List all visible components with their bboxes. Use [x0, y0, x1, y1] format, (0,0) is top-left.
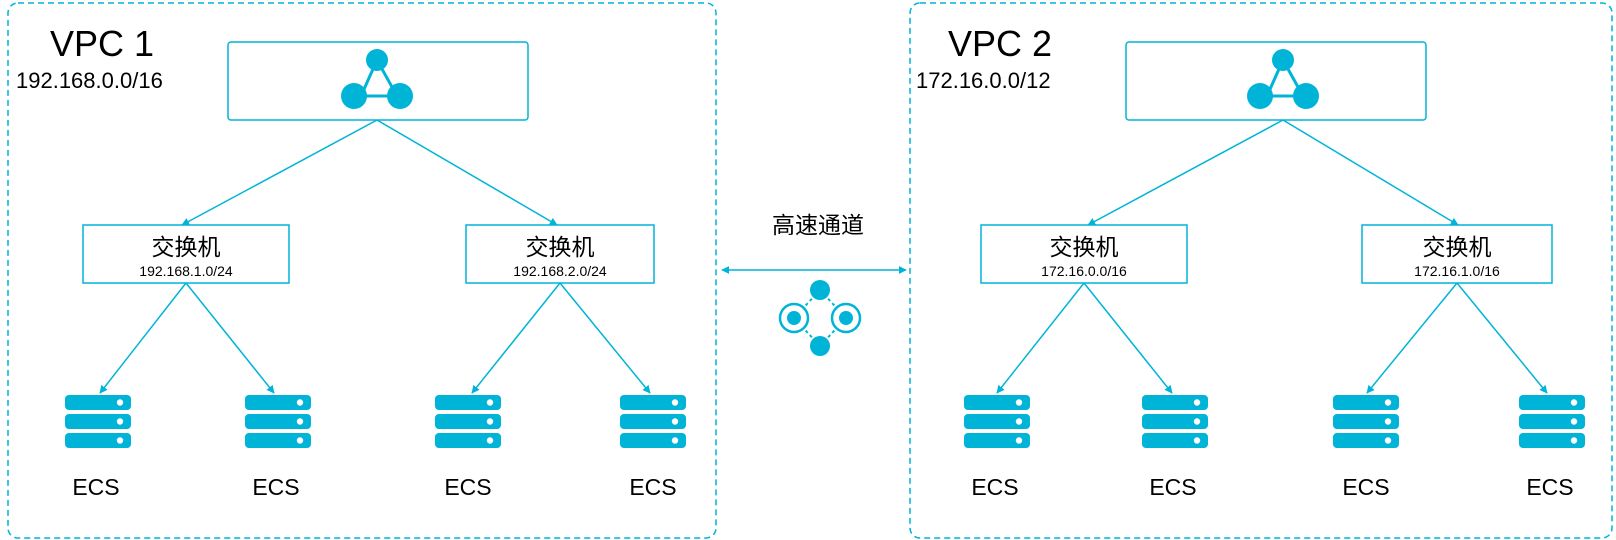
- server-icon: [620, 395, 686, 448]
- ecs-server[interactable]: ECS: [1519, 395, 1585, 500]
- switch[interactable]: 交换机 192.168.1.0/24: [82, 224, 290, 284]
- server-icon: [964, 395, 1030, 448]
- server-icon: [245, 395, 311, 448]
- vpc-boundary: [7, 2, 717, 539]
- switch[interactable]: 交换机 172.16.0.0/16: [980, 224, 1188, 284]
- express-connect-link[interactable]: 高速通道: [721, 212, 907, 356]
- vpc-name: VPC 1: [50, 23, 154, 64]
- vrouter[interactable]: [1125, 41, 1427, 121]
- link-label: 高速通道: [772, 212, 864, 238]
- connection-line: [1366, 282, 1458, 394]
- vrouter-icon: [1247, 49, 1319, 109]
- switch-box: [82, 224, 290, 284]
- switch-label: 交换机: [1050, 234, 1119, 260]
- connection-line: [185, 282, 275, 394]
- vrouter-box: [1125, 41, 1427, 121]
- switch-label: 交换机: [526, 234, 595, 260]
- vpc-cidr: 172.16.0.0/12: [916, 68, 1051, 93]
- vrouter-icon: [341, 49, 413, 109]
- server-icon: [435, 395, 501, 448]
- ecs-label: ECS: [1149, 474, 1196, 500]
- switch-cidr: 172.16.0.0/16: [1041, 263, 1127, 279]
- ecs-label: ECS: [1342, 474, 1389, 500]
- ecs-label: ECS: [444, 474, 491, 500]
- connection-line: [181, 119, 378, 226]
- ecs-server[interactable]: ECS: [1142, 395, 1208, 500]
- switch-box: [1361, 224, 1553, 284]
- vpc-container: VPC 2 172.16.0.0/12 交换机 172.16.0.0/16: [909, 2, 1613, 539]
- switch[interactable]: 交换机 192.168.2.0/24: [465, 224, 655, 284]
- vpc-cidr: 192.168.0.0/16: [16, 68, 163, 93]
- switch-cidr: 172.16.1.0/16: [1414, 263, 1500, 279]
- switch-label: 交换机: [1423, 234, 1492, 260]
- switch-box: [980, 224, 1188, 284]
- switch[interactable]: 交换机 172.16.1.0/16: [1361, 224, 1553, 284]
- connection-line: [471, 282, 561, 394]
- express-connect-icon: [778, 280, 862, 356]
- switch-label: 交换机: [152, 234, 221, 260]
- ecs-label: ECS: [252, 474, 299, 500]
- ecs-label: ECS: [72, 474, 119, 500]
- vrouter[interactable]: [227, 41, 529, 121]
- connection-line: [376, 119, 558, 226]
- switch-box: [465, 224, 655, 284]
- server-icon: [65, 395, 131, 448]
- ecs-server[interactable]: ECS: [65, 395, 131, 500]
- connection-line: [1087, 119, 1284, 226]
- server-icon: [1519, 395, 1585, 448]
- connection-line: [996, 282, 1085, 394]
- ecs-server[interactable]: ECS: [1333, 395, 1399, 500]
- connection-line: [1083, 282, 1173, 394]
- connection-line: [1456, 282, 1548, 394]
- vpc-name: VPC 2: [948, 23, 1052, 64]
- ecs-server[interactable]: ECS: [620, 395, 686, 500]
- switch-cidr: 192.168.1.0/24: [139, 263, 233, 279]
- ecs-server[interactable]: ECS: [964, 395, 1030, 500]
- ecs-label: ECS: [629, 474, 676, 500]
- connection-line: [559, 282, 651, 394]
- ecs-server[interactable]: ECS: [435, 395, 501, 500]
- server-icon: [1333, 395, 1399, 448]
- connection-line: [99, 282, 187, 394]
- ecs-label: ECS: [971, 474, 1018, 500]
- vpc-container: VPC 1 192.168.0.0/16 交换机 192.168.1.0/24: [7, 2, 717, 539]
- switch-cidr: 192.168.2.0/24: [513, 263, 607, 279]
- ecs-server[interactable]: ECS: [245, 395, 311, 500]
- ecs-label: ECS: [1526, 474, 1573, 500]
- server-icon: [1142, 395, 1208, 448]
- vpc-boundary: [909, 2, 1613, 539]
- connection-line: [1282, 119, 1459, 226]
